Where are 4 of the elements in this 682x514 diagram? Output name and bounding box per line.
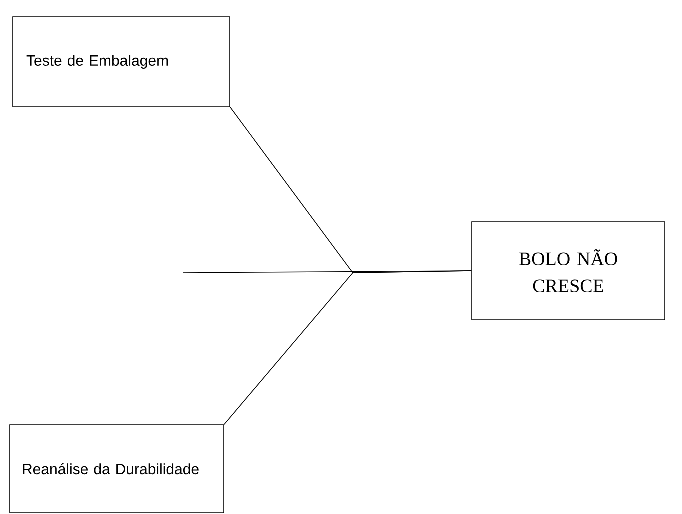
cause-box: Reanálise da Durabilidade	[10, 424, 224, 514]
cause-box: BOLO NÃO CRESCE	[472, 222, 666, 320]
fishbone-line	[182, 270, 472, 274]
cause-box: Teste de Embalagem	[12, 16, 230, 108]
